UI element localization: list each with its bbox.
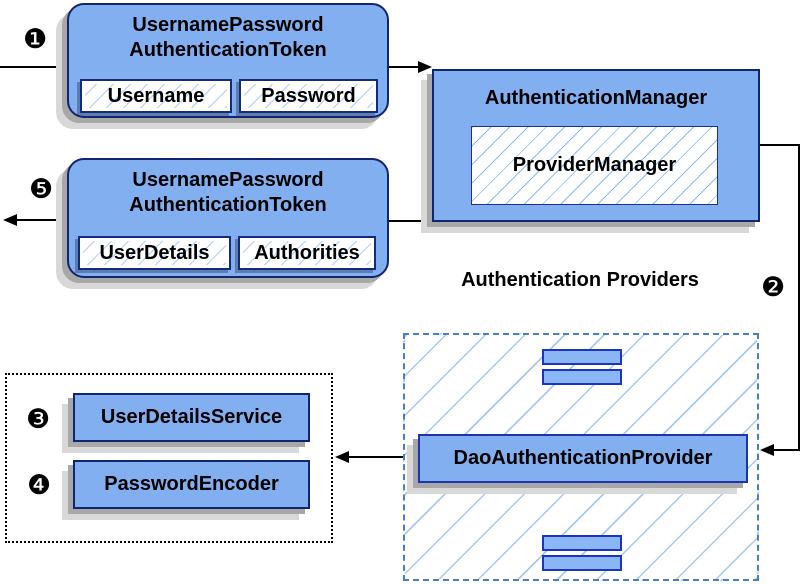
arrowhead-result-out-icon: [3, 214, 17, 226]
user-details-service-box: UserDetailsService: [73, 393, 310, 442]
authorities-field-label: Authorities: [254, 241, 360, 264]
username-field-box: Username: [80, 79, 232, 113]
token-result-title: UsernamePassword AuthenticationToken: [129, 169, 327, 216]
user-details-service-label: UserDetailsService: [100, 406, 283, 428]
user-details-field-box: UserDetails: [78, 236, 231, 270]
step-3-badge: ❸: [26, 404, 51, 435]
password-encoder-label: PasswordEncoder: [104, 473, 279, 495]
step-4-badge: ❹: [27, 470, 52, 501]
step-1-badge: ❶: [23, 24, 48, 55]
token-request-title: UsernamePassword AuthenticationToken: [129, 14, 327, 61]
provider-stack-bar-4: [542, 555, 622, 571]
username-field-label: Username: [107, 84, 205, 107]
arrowhead-to-provider-icon: [760, 444, 774, 456]
provider-stack-bar-1: [542, 349, 622, 365]
provider-stack-bar-3: [542, 535, 622, 551]
provider-manager-label: ProviderManager: [512, 154, 677, 176]
authorities-field-box: Authorities: [238, 236, 376, 270]
provider-stack-bar-2: [542, 369, 622, 385]
step-2-badge: ❷: [761, 272, 786, 303]
password-encoder-box: PasswordEncoder: [73, 460, 310, 509]
arrowhead-to-manager-icon: [418, 61, 432, 73]
username-password-token-result-box: UsernamePassword AuthenticationToken Use…: [67, 158, 389, 278]
dao-authentication-provider-label: DaoAuthenticationProvider: [453, 447, 713, 469]
authentication-manager-box: AuthenticationManager ProviderManager: [432, 69, 760, 222]
provider-manager-box: ProviderManager: [471, 126, 718, 205]
password-field-label: Password: [261, 84, 356, 107]
services-dotted-box: [5, 373, 333, 543]
user-details-field-label: UserDetails: [99, 241, 210, 264]
password-field-box: Password: [239, 79, 378, 113]
dao-authentication-provider-box: DaoAuthenticationProvider: [418, 434, 748, 483]
arrowhead-to-services-icon: [335, 451, 349, 463]
authentication-providers-title: Authentication Providers: [461, 269, 699, 291]
authentication-manager-title: AuthenticationManager: [484, 87, 708, 109]
step-5-badge: ❺: [29, 174, 54, 205]
username-password-token-request-box: UsernamePassword AuthenticationToken Use…: [67, 3, 389, 118]
